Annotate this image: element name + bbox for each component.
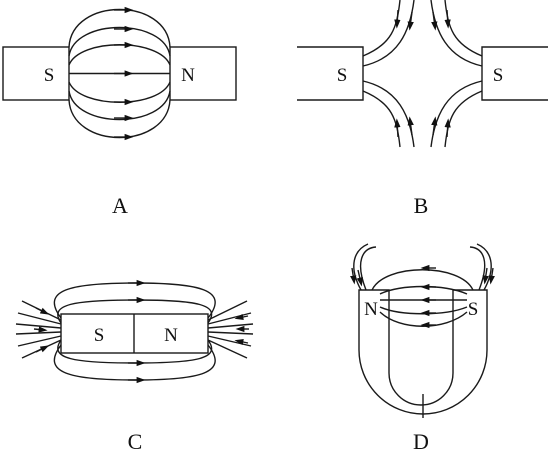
pole-label-s-right: S — [493, 65, 504, 86]
field-line — [430, 0, 483, 67]
field-line — [362, 90, 401, 148]
bar-magnet-right — [169, 46, 237, 101]
field-lines-d — [350, 243, 495, 329]
panel-c: S N C — [15, 279, 254, 454]
field-line — [362, 80, 415, 148]
pole-label-s: S — [94, 325, 105, 346]
field-line — [359, 246, 377, 291]
field-line — [444, 90, 483, 148]
pole-label-n: N — [164, 325, 178, 346]
pole-label-n: N — [364, 299, 378, 320]
pole-label-s: S — [44, 65, 55, 86]
pole-label-n: N — [181, 65, 195, 86]
field-lines-b — [362, 0, 483, 148]
horseshoe-magnet — [358, 289, 488, 415]
field-line — [68, 99, 171, 139]
field-line — [68, 81, 171, 103]
panel-b: S S B — [297, 0, 548, 218]
pole-label-s-left: S — [337, 65, 348, 86]
panel-d: N S D — [350, 243, 495, 454]
field-lines-c — [15, 279, 254, 384]
field-line — [469, 246, 486, 291]
field-line — [68, 26, 171, 57]
field-lines-a — [68, 6, 171, 141]
panel-label-a: A — [112, 193, 128, 218]
panel-a: S N A — [2, 6, 237, 218]
bar-magnet-left — [297, 46, 364, 101]
panel-label-c: C — [128, 429, 143, 454]
bar-magnet-left — [2, 46, 70, 101]
field-line — [444, 0, 483, 57]
panel-label-d: D — [413, 429, 429, 454]
field-line — [362, 0, 415, 67]
field-line — [68, 8, 171, 48]
field-line — [430, 80, 483, 148]
panel-label-b: B — [414, 193, 429, 218]
field-line — [68, 90, 171, 121]
field-line — [68, 44, 171, 66]
field-line — [362, 0, 401, 57]
pole-label-s: S — [468, 299, 479, 320]
bar-magnet-right — [481, 46, 548, 101]
